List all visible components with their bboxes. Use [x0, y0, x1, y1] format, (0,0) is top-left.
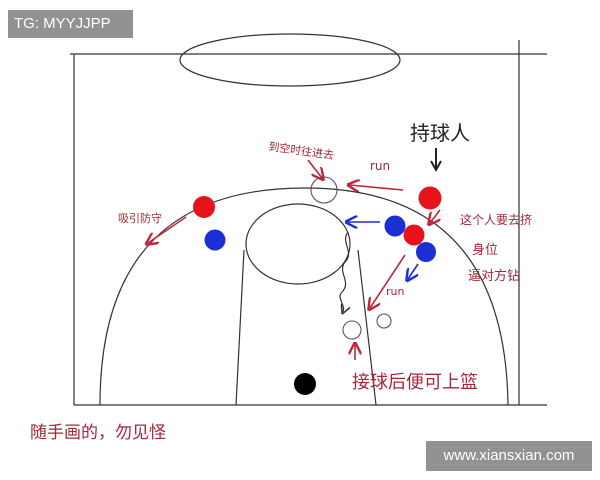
label-seal-line3: 逼对方钻	[468, 268, 520, 284]
offense-player-screener	[403, 224, 425, 246]
arrow-seal	[430, 209, 440, 223]
free-throw-circle	[245, 203, 351, 285]
arrow-dive	[370, 254, 406, 308]
label-spread-out: 吸引防守	[118, 211, 162, 225]
watermark-bottom-right: www.xiansxian.com	[426, 441, 592, 471]
wavy-cut-path	[339, 231, 349, 312]
arrow-cut-top	[350, 185, 404, 190]
arrow-cut-lane	[307, 159, 322, 178]
watermark-top-left: TG: MYYJJPP	[8, 10, 133, 38]
center-circle	[179, 33, 401, 87]
three-point-arc	[99, 187, 509, 406]
ghost-position-small	[376, 313, 392, 329]
label-seal-line1: 这个人要去挤	[460, 212, 532, 227]
movement-paths	[148, 159, 440, 360]
defense-player-screener	[416, 242, 436, 262]
label-seal-line2: 身位	[472, 242, 498, 258]
label-footnote: 随手画的，勿见怪	[30, 423, 166, 443]
ghost-position-catch	[342, 320, 362, 340]
lane-left-line	[235, 249, 245, 406]
label-run-top: run	[370, 159, 390, 173]
label-ball-holder: 持球人	[410, 121, 470, 145]
defense-player-wing	[384, 215, 406, 237]
offense-player-ball-holder	[418, 186, 442, 210]
arrow-spread-left	[148, 216, 187, 243]
ghost-position-top	[310, 176, 338, 204]
players	[193, 186, 442, 395]
ball-holder-pointer-icon	[430, 148, 442, 173]
offense-player-left	[193, 196, 215, 218]
lane-right-line	[357, 249, 377, 406]
defense-player-left	[204, 229, 226, 251]
court-lines	[70, 33, 547, 406]
arrow-defender-recover	[408, 263, 419, 279]
label-run-mid: run	[386, 285, 404, 298]
label-catch-finish: 接球后便可上篮	[352, 372, 478, 393]
ball	[294, 373, 316, 395]
label-cut-in: 到空时往进去	[268, 139, 335, 162]
